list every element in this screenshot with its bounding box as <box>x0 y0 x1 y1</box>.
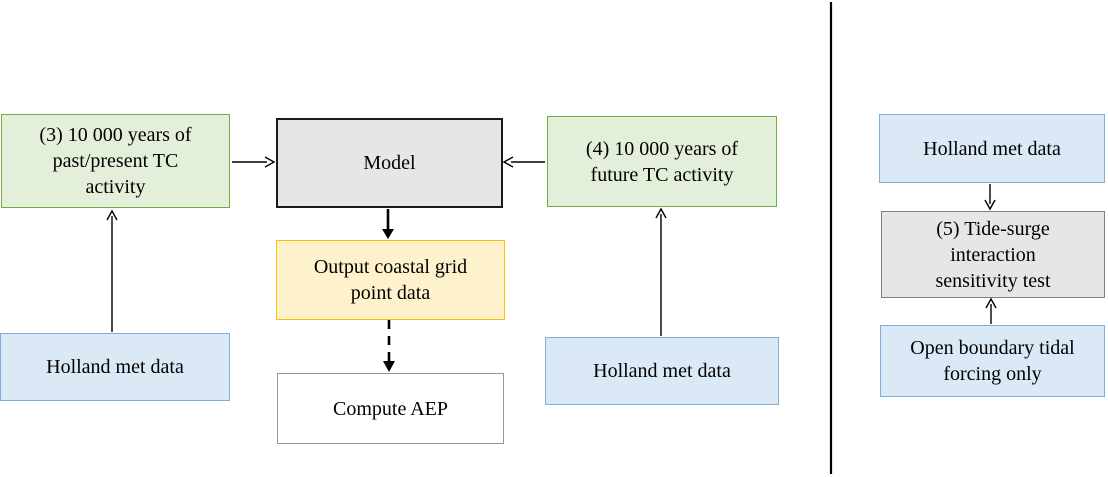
arrow-holland-right-to-tide-surge <box>984 184 996 211</box>
dashed-arrow-output-to-aep <box>383 320 395 372</box>
arrow-holland-left-to-past-tc <box>106 209 118 332</box>
box-past-tc-activity: (3) 10 000 years of past/present TC acti… <box>1 114 230 208</box>
box-model: Model <box>276 118 503 208</box>
box-open-boundary-tidal: Open boundary tidal forcing only <box>880 325 1105 397</box>
box-output-coastal-grid: Output coastal grid point data <box>276 240 505 320</box>
box-future-tc-activity: (4) 10 000 years of future TC activity <box>547 116 777 207</box>
arrow-future-tc-to-model <box>502 156 545 168</box>
box-tide-surge-sensitivity: (5) Tide-surge interaction sensitivity t… <box>881 211 1105 298</box>
arrow-model-to-output <box>382 209 394 239</box>
arrow-open-boundary-to-tide-surge <box>985 297 997 324</box>
arrow-holland-mid-to-future-tc <box>655 207 667 336</box>
box-holland-met-data-right: Holland met data <box>879 114 1105 183</box>
box-holland-met-data-mid: Holland met data <box>545 337 779 405</box>
box-holland-met-data-left: Holland met data <box>0 333 230 401</box>
arrow-past-tc-to-model <box>232 156 276 168</box>
box-compute-aep: Compute AEP <box>277 373 504 444</box>
